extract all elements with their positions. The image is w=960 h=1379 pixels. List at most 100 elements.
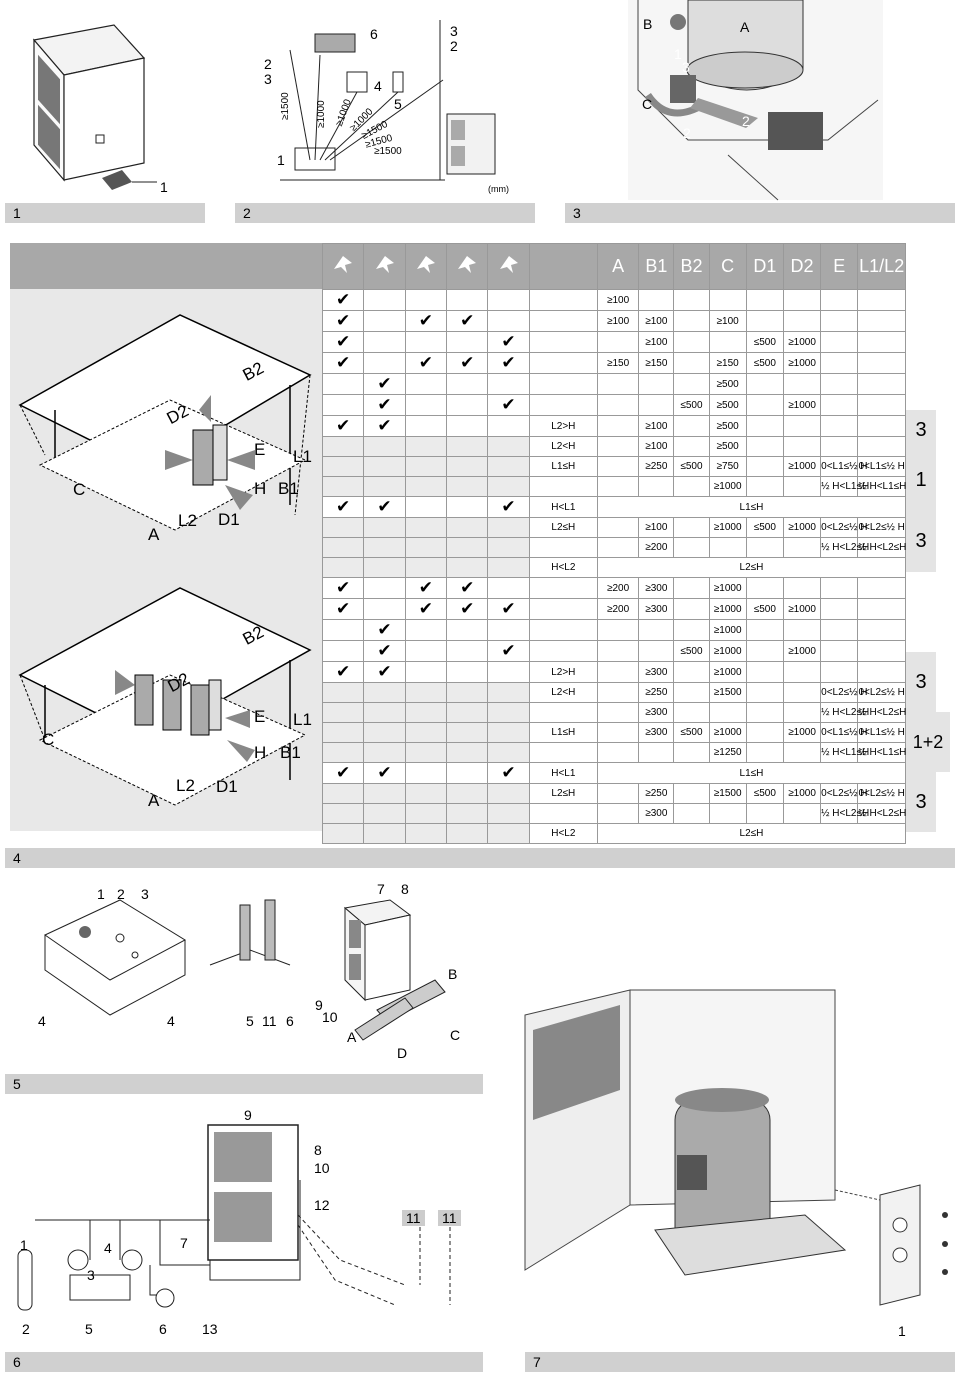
check-cell bbox=[446, 619, 489, 641]
check-cell bbox=[363, 436, 406, 457]
check-cell bbox=[404, 289, 448, 311]
value-cell: ≥200 bbox=[596, 577, 640, 599]
value-cell bbox=[638, 476, 675, 497]
check-cell bbox=[363, 517, 406, 538]
dim-label-E: E bbox=[254, 707, 266, 726]
value-cell bbox=[745, 742, 784, 763]
condition-cell bbox=[528, 742, 598, 763]
column-header: D2 bbox=[782, 243, 822, 290]
value-cell: ≥200 bbox=[596, 598, 640, 620]
value-cell: ≥1000 bbox=[782, 722, 822, 743]
value-cell: 0<L1≤½ H bbox=[857, 722, 906, 743]
value-cell bbox=[820, 640, 859, 662]
callout-1: 1 bbox=[898, 1323, 906, 1339]
callout-11: 11 bbox=[262, 1013, 277, 1029]
value-cell bbox=[708, 803, 747, 824]
callout-3-left: 3 bbox=[264, 71, 272, 87]
callout-2: 2 bbox=[22, 1321, 30, 1337]
check-cell bbox=[487, 702, 530, 723]
check-cell bbox=[404, 394, 448, 416]
value-cell bbox=[596, 619, 640, 641]
column-header: C bbox=[708, 243, 747, 290]
value-cell bbox=[745, 577, 784, 599]
value-cell: ≥300 bbox=[638, 722, 675, 743]
callout-3: 3 bbox=[682, 59, 690, 75]
side-note: 3 bbox=[906, 772, 936, 832]
value-cell: ≥1000 bbox=[708, 640, 747, 662]
value-cell bbox=[673, 702, 710, 723]
value-cell bbox=[673, 289, 710, 311]
value-cell: ≥500 bbox=[708, 415, 747, 437]
value-cell: ≥100 bbox=[638, 415, 675, 437]
check-icon: ✔ bbox=[363, 762, 406, 784]
value-cell bbox=[596, 537, 640, 558]
dim-label-D1: D1 bbox=[218, 510, 240, 529]
value-cell: ≥1000 bbox=[708, 722, 747, 743]
value-cell: ≥500 bbox=[708, 373, 747, 395]
value-cell bbox=[708, 289, 747, 311]
callout-5: 5 bbox=[85, 1321, 93, 1337]
check-icon: ✔ bbox=[321, 496, 365, 518]
callout-4-right: 4 bbox=[167, 1013, 175, 1029]
iso-clearance-diagram-upper bbox=[18, 314, 312, 531]
check-icon: ✔ bbox=[487, 598, 530, 620]
condition-cell bbox=[528, 619, 598, 641]
table-row: ✔✔✔✔≥200≥300≥1000≤500≥1000 bbox=[321, 598, 906, 620]
check-icon: ✔ bbox=[487, 352, 530, 374]
value-cell: L1≤H bbox=[596, 496, 907, 518]
column-header: B1 bbox=[638, 243, 675, 290]
check-cell bbox=[446, 682, 489, 703]
check-cell bbox=[321, 823, 365, 844]
check-cell bbox=[363, 722, 406, 743]
value-cell bbox=[782, 373, 822, 395]
check-cell bbox=[404, 742, 448, 763]
value-cell bbox=[820, 373, 859, 395]
side-note: 1 bbox=[906, 450, 936, 510]
value-cell bbox=[745, 619, 784, 641]
value-cell bbox=[820, 289, 859, 311]
check-cell bbox=[487, 823, 530, 844]
value-cell: ≥1000 bbox=[708, 476, 747, 497]
callout-6: 6 bbox=[286, 1013, 294, 1029]
check-icon: ✔ bbox=[363, 619, 406, 641]
panel-4-number: 4 bbox=[13, 850, 21, 866]
refrigerant-charging-schematic bbox=[17, 1124, 451, 1311]
check-cell bbox=[487, 415, 530, 437]
column-header: E bbox=[820, 243, 859, 290]
check-cell bbox=[363, 598, 406, 620]
value-cell: ≤500 bbox=[745, 783, 784, 804]
check-cell bbox=[446, 722, 489, 743]
value-cell: ≥250 bbox=[638, 682, 675, 703]
value-cell: ≥100 bbox=[638, 331, 675, 353]
value-cell bbox=[596, 640, 640, 662]
callout-C: C bbox=[642, 96, 653, 112]
value-cell: ≥1000 bbox=[782, 331, 822, 353]
value-cell bbox=[745, 722, 784, 743]
dim-label-L2: L2 bbox=[178, 511, 197, 530]
check-icon: ✔ bbox=[321, 598, 365, 620]
value-cell: ≥1000 bbox=[782, 598, 822, 620]
check-cell bbox=[404, 331, 448, 353]
callout-A: A bbox=[740, 19, 750, 35]
value-cell: 0<L2≤½ H bbox=[820, 682, 868, 703]
check-cell bbox=[363, 537, 406, 558]
check-cell bbox=[487, 373, 530, 395]
value-cell: ≥100 bbox=[638, 517, 675, 538]
value-cell: ≤500 bbox=[673, 456, 710, 477]
column-header: D1 bbox=[745, 243, 784, 290]
base-and-valves-illustration bbox=[43, 899, 446, 1041]
check-cell bbox=[487, 722, 530, 743]
value-cell: ≤500 bbox=[745, 352, 784, 374]
check-cell bbox=[487, 783, 530, 804]
callout-10: 10 bbox=[322, 1009, 338, 1025]
value-cell bbox=[745, 537, 784, 558]
check-icon: ✔ bbox=[446, 310, 489, 332]
side-note: 1+2 bbox=[906, 712, 950, 772]
value-cell: ½ H<L2≤H bbox=[820, 803, 869, 824]
value-cell bbox=[638, 640, 675, 662]
value-cell bbox=[857, 331, 906, 353]
check-cell bbox=[446, 517, 489, 538]
value-cell bbox=[857, 640, 906, 662]
value-cell bbox=[745, 394, 784, 416]
